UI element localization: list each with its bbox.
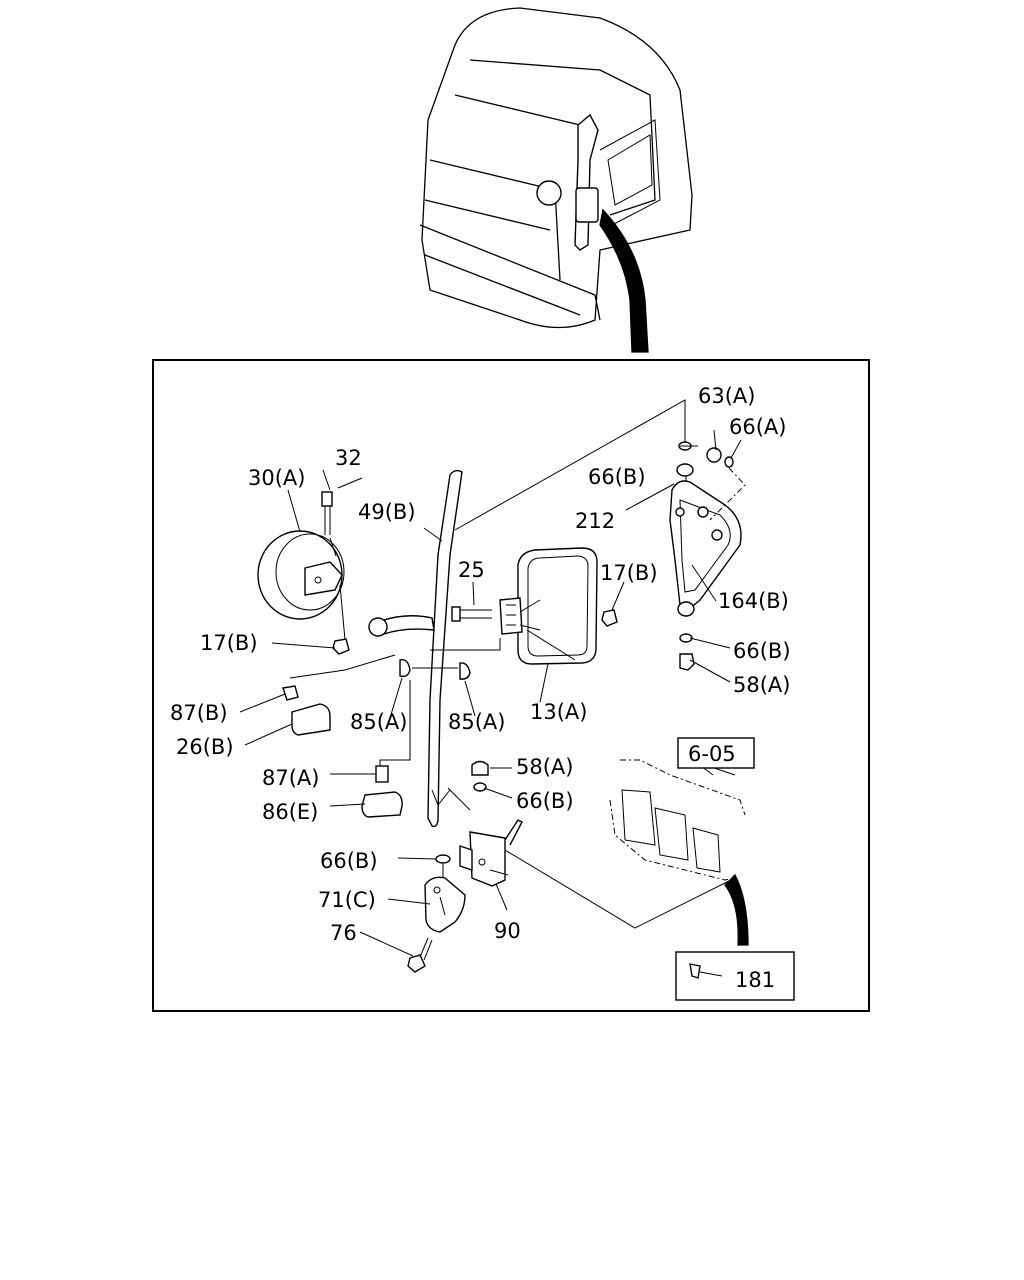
detail-frame <box>152 359 870 1012</box>
label-17b-left: 17(B) <box>200 631 258 655</box>
label-164b: 164(B) <box>718 589 789 613</box>
label-87b: 87(B) <box>170 701 228 725</box>
washer-66b-low <box>473 782 487 792</box>
label-66b-mid: 66(B) <box>733 639 791 663</box>
label-13a: 13(A) <box>530 700 587 724</box>
label-26b: 26(B) <box>176 735 234 759</box>
label-212: 212 <box>575 509 615 533</box>
label-85a-left: 85(A) <box>350 710 407 734</box>
cap-87b <box>282 685 299 701</box>
bolt-25 <box>451 606 492 622</box>
label-58a-right: 58(A) <box>733 673 790 697</box>
bracket-164b <box>669 441 746 671</box>
cover-86e <box>361 791 403 818</box>
washer-66b-bottom <box>435 854 451 864</box>
ref-box-6-05 <box>677 737 755 769</box>
label-63a: 63(A) <box>698 384 755 408</box>
label-90: 90 <box>494 919 521 943</box>
label-25: 25 <box>458 558 485 582</box>
nut-17b-right <box>601 609 618 627</box>
truck-cab-illustration <box>419 7 693 353</box>
bolt-76 <box>407 937 433 973</box>
label-86e: 86(E) <box>262 800 318 824</box>
label-17b-right: 17(B) <box>600 561 658 585</box>
label-58a-low: 58(A) <box>516 755 573 779</box>
label-66b-top: 66(B) <box>588 465 646 489</box>
cover-26b <box>291 703 331 736</box>
base-71c <box>424 876 466 933</box>
clip-181-icon <box>689 963 701 979</box>
label-66b-bottom: 66(B) <box>320 849 378 873</box>
label-6-05: 6-05 <box>688 742 736 766</box>
label-49b: 49(B) <box>358 500 416 524</box>
rect-mirror-13a <box>430 547 598 665</box>
label-85a-right: 85(A) <box>448 710 505 734</box>
clamp-85a-left <box>399 659 411 678</box>
nut-17b-left <box>332 638 350 655</box>
label-66a: 66(A) <box>729 415 786 439</box>
cap-87a <box>375 765 389 783</box>
nut-58a-low <box>471 760 489 776</box>
label-76: 76 <box>330 921 357 945</box>
mirror-stay-49b <box>368 469 471 828</box>
label-32: 32 <box>335 446 362 470</box>
label-87a: 87(A) <box>262 766 319 790</box>
round-mirror-30a <box>257 491 346 641</box>
label-71c: 71(C) <box>318 888 376 912</box>
bracket-90 <box>459 819 523 887</box>
label-66b-low: 66(B) <box>516 789 574 813</box>
clamp-85a-right <box>459 662 471 680</box>
label-30a: 30(A) <box>248 466 305 490</box>
label-181: 181 <box>735 968 775 992</box>
floor-panel-6-05 <box>504 759 749 946</box>
